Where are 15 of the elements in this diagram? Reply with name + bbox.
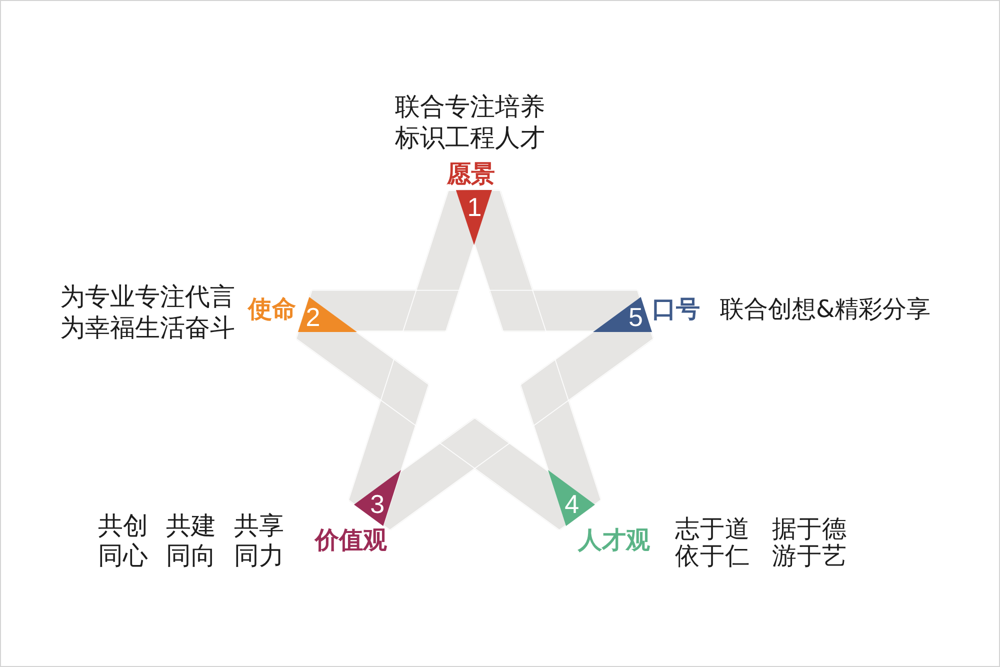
description-text: 志于道 据于德依于仁 游于艺 [674, 514, 848, 569]
number-badge: 1 [456, 190, 492, 245]
point-title: 价值观 [315, 526, 387, 556]
number-badge: 2 [298, 296, 357, 332]
number-badge: 5 [592, 297, 652, 332]
point-title: 人才观 [578, 526, 650, 556]
description-text: 联合专注培养标识工程人才 [395, 91, 546, 153]
number-badge: 3 [354, 470, 402, 526]
point-title: 口号 [652, 294, 700, 324]
point-title: 愿景 [447, 160, 495, 188]
number-badge: 4 [548, 470, 596, 526]
description-text: 为专业专注代言为幸福生活奋斗 [60, 281, 236, 343]
description-text: 联合创想&精彩分享 [720, 294, 931, 324]
description-text: 共创 共建 共享同心 同向 同力 [98, 510, 285, 571]
point-title: 使命 [248, 294, 296, 324]
